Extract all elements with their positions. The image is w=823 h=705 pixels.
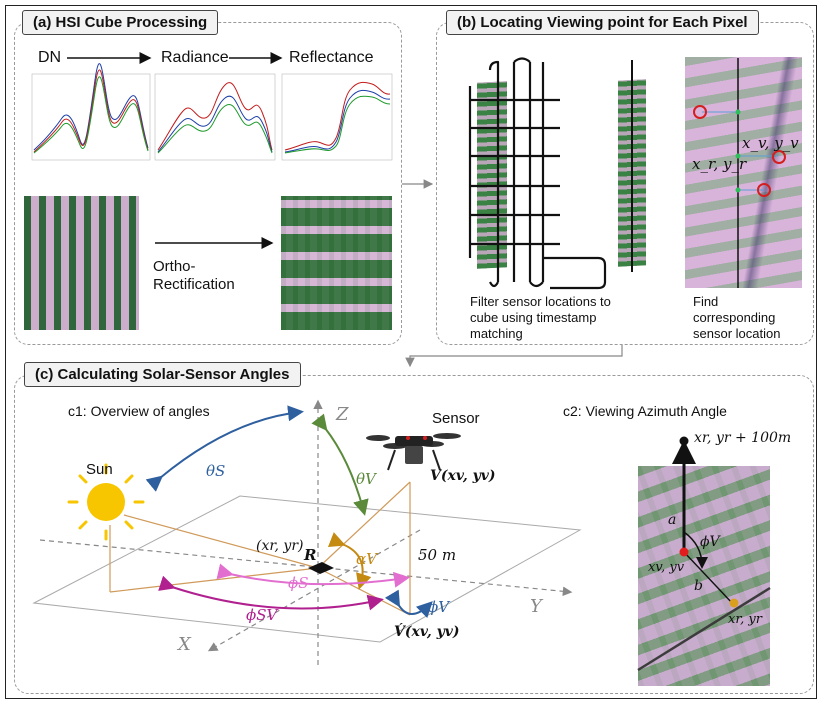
arrow-b-to-c	[405, 345, 623, 368]
y-axis	[39, 539, 573, 597]
label-xv-yv: x_v, y_v	[742, 134, 799, 152]
caption-filter: Filter sensor locations to cube using ti…	[470, 294, 611, 341]
phi-sv-arc	[158, 575, 384, 611]
label-v-point: V(xv, yv)	[430, 468, 496, 484]
panel-b-title: (b) Locating Viewing point for Each Pixe…	[446, 10, 759, 35]
label-theta-v: θV	[356, 470, 376, 488]
c2-label-v: xv, yv	[648, 560, 685, 575]
caption-find: Find corresponding sensor location	[693, 294, 781, 341]
label-point-r: (xr, yr)	[256, 538, 304, 554]
drone-icon	[366, 433, 461, 471]
panel-c-title: (c) Calculating Solar-Sensor Angles	[24, 362, 301, 387]
label-r: R	[304, 546, 317, 564]
reference-pixel	[308, 562, 334, 574]
reflectance-spectra-plot	[281, 73, 393, 161]
sensor-location-image	[685, 57, 802, 288]
label-z-axis: Z	[336, 404, 349, 425]
c2-label-a: a	[668, 512, 677, 528]
raw-hsi-image	[24, 196, 139, 330]
c2-label-b: b	[694, 578, 703, 594]
c2-label-phi: ϕV	[700, 534, 720, 550]
panel-a-title: (a) HSI Cube Processing	[22, 10, 219, 35]
theta-v-arc	[311, 413, 369, 516]
label-height: 50 m	[418, 546, 457, 564]
ortho-label: Ortho- Rectification	[153, 258, 235, 294]
ortho-label-text: Ortho- Rectification	[153, 258, 235, 293]
label-y-axis: Y	[530, 596, 542, 617]
label-v-hat-point: V́(xv, yv)	[394, 624, 460, 640]
c2-label-r: xr, yr	[728, 612, 762, 627]
label-phi-s: ϕS	[288, 574, 309, 592]
theta-s-arc	[145, 405, 304, 492]
c2-label-top: xr, yr + 100m	[694, 430, 792, 446]
ground-plane	[32, 495, 582, 643]
dn-spectra-plot	[31, 63, 151, 161]
panel-c	[14, 375, 814, 694]
step-dn: DN	[38, 49, 62, 66]
radiance-spectra-plot	[154, 73, 276, 161]
label-alpha-v: αV	[356, 550, 377, 568]
step-radiance: Radiance	[161, 49, 229, 66]
label-phi-v: ϕV	[428, 598, 450, 616]
label-x-axis: X	[178, 634, 191, 655]
label-sun: Sun	[86, 461, 113, 478]
step-reflectance: Reflectance	[289, 49, 374, 66]
label-phi-sv: ϕSV	[246, 606, 278, 624]
sun-icon	[67, 463, 145, 541]
label-theta-s: θS	[206, 462, 226, 480]
c2-image	[638, 466, 770, 686]
label-xr-yr: x_r, y_r	[692, 155, 747, 173]
label-sensor: Sensor	[432, 410, 480, 427]
phi-v-arc	[384, 589, 433, 619]
figure-frame	[5, 5, 817, 699]
ortho-hsi-image	[281, 196, 392, 330]
c2-title: c2: Viewing Azimuth Angle	[563, 403, 727, 419]
